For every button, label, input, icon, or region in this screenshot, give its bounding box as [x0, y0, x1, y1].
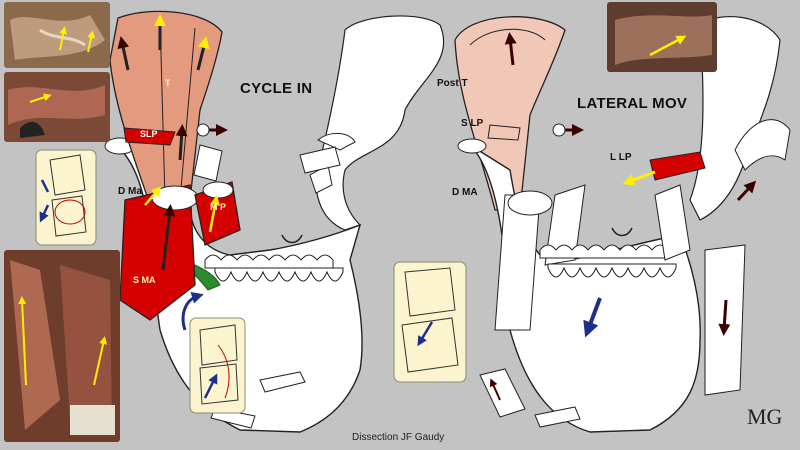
label-lower-lateral-pterygoid: L LP [610, 152, 632, 163]
dissection-photo-bottom [4, 250, 120, 442]
right-cylinder-arrow [736, 180, 757, 202]
superficial-masseter-arrow [161, 204, 176, 271]
left-face-detail [281, 234, 303, 244]
slp-roll [196, 123, 210, 137]
right-skull-arch [734, 119, 791, 171]
label-superficial-masseter: S MA [133, 275, 156, 285]
right-upper-teeth [539, 244, 669, 259]
panel-title-cycle-in: CYCLE IN [240, 80, 313, 97]
post-temporalis-inner [469, 28, 546, 46]
signature-logo: MG [747, 404, 783, 429]
lateral-movement-arrow-blue [583, 297, 602, 338]
temporalis-arrow-3 [196, 36, 210, 71]
right-face-detail [611, 227, 633, 237]
right-cylinder-b-arrow [718, 299, 731, 336]
temporalis-muscle [109, 10, 223, 206]
post-temporalis-arrow [504, 32, 517, 66]
superficial-masseter-top [151, 185, 199, 211]
right-slp-disc [487, 124, 521, 141]
label-slp: SLP [140, 129, 158, 139]
right-deep-masseter-top [507, 190, 553, 216]
label-temporalis: T [165, 78, 171, 88]
label-deep-masseter-right: D MA [452, 187, 478, 198]
deep-masseter-arrow [144, 186, 162, 206]
left-upper-teeth [204, 254, 334, 269]
right-panel [454, 16, 791, 433]
label-deep-masseter-left: D Ma [118, 186, 142, 197]
inset-left-upper [35, 149, 97, 246]
left-panel [104, 10, 445, 433]
left-disc-cylinder [193, 144, 223, 182]
label-superior-lateral-pterygoid-right: S LP [461, 118, 484, 129]
dissection-photo-top-right [607, 2, 717, 72]
slp-muscle [123, 127, 176, 146]
panel-title-lateral-mov: LATERAL MOV [577, 95, 688, 112]
right-condyle [457, 138, 487, 154]
right-hyoid-2 [534, 406, 581, 428]
temporalis-arrow-1 [117, 36, 130, 71]
right-slp-roll [552, 123, 566, 137]
inset-right [393, 261, 467, 383]
inset-left-lower [189, 317, 246, 414]
label-medial-pterygoid: M P [210, 202, 227, 212]
right-hyoid [479, 368, 526, 418]
llp-arrow [622, 170, 656, 186]
right-hyoid-arrow [489, 378, 501, 401]
right-deep-masseter-2 [544, 184, 586, 266]
left-lower-teeth [214, 267, 344, 282]
left-zygomatic-arch [317, 133, 356, 151]
rotation-arrow-blue [181, 292, 204, 331]
medial-pterygoid-arrow [208, 195, 220, 233]
temporalis-arrow-4 [175, 124, 188, 161]
left-background-cylinder [299, 146, 341, 174]
right-cylinder-a [654, 184, 691, 261]
label-posterior-temporalis: Post T [437, 78, 468, 89]
dissection-caption: Dissection JF Gaudy [352, 432, 445, 443]
dissection-photo-middle [4, 72, 110, 142]
left-skull-outline [315, 15, 445, 231]
left-hyoid [259, 371, 306, 393]
dissection-photo-top [4, 2, 110, 68]
medial-pterygoid-top [202, 181, 234, 199]
right-lower-teeth [547, 263, 677, 278]
